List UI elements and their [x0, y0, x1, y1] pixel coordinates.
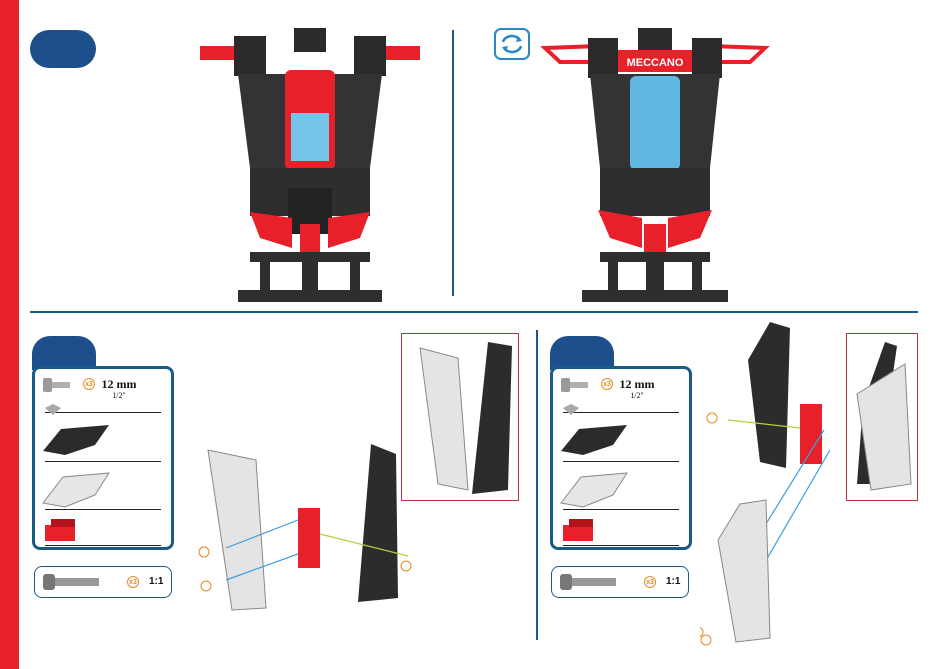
parts-row-line — [45, 509, 161, 510]
step-badge-top — [30, 30, 96, 68]
detail-box-right — [846, 333, 918, 501]
rotate-icon-box — [494, 28, 530, 60]
screw-scale-icon — [560, 573, 618, 591]
dark-bracket-icon — [41, 421, 113, 459]
screw-length-in: 1/2" — [97, 391, 141, 400]
robot-back-view: MECCANO — [540, 18, 770, 308]
screw-length-mm: 12 mm — [615, 378, 659, 391]
screw-length-in: 1/2" — [615, 391, 659, 400]
page-edge-bar — [0, 0, 19, 669]
divider-middle — [536, 330, 538, 640]
screw-qty: x3 — [83, 378, 95, 390]
brand-logo: MECCANO — [627, 57, 684, 69]
robot-front-view — [190, 18, 430, 308]
scale-box-right: x3 1:1 — [551, 566, 689, 598]
light-bracket-icon — [559, 469, 631, 511]
parts-list-right: x3 12 mm 1/2" — [550, 366, 692, 550]
parts-row-line — [563, 545, 679, 546]
scale-label: 1:1 — [666, 576, 680, 587]
parts-list-left: x3 12 mm 1/2" — [32, 366, 174, 550]
red-block-icon — [561, 517, 597, 545]
step-badge-left — [32, 336, 96, 370]
detail-illustration-right — [847, 334, 917, 500]
parts-row-line — [45, 545, 161, 546]
screw-length: 12 mm 1/2" — [97, 378, 141, 400]
light-bracket-icon — [41, 469, 113, 511]
assembly-left — [186, 430, 426, 615]
nut-icon — [43, 403, 63, 417]
screw-length: 12 mm 1/2" — [615, 378, 659, 400]
screw-qty: x3 — [601, 378, 613, 390]
scale-label: 1:1 — [149, 576, 163, 587]
rotate-arrows-icon — [496, 30, 528, 58]
scale-box-left: x3 1:1 — [34, 566, 172, 598]
screw-length-mm: 12 mm — [97, 378, 141, 391]
scale-qty: x3 — [127, 576, 139, 588]
parts-row-line — [563, 461, 679, 462]
divider-top — [452, 30, 454, 296]
dark-bracket-icon — [559, 421, 631, 459]
parts-row-line — [563, 509, 679, 510]
screw-icon — [561, 376, 589, 394]
red-block-icon — [43, 517, 79, 545]
step-badge-right — [550, 336, 614, 370]
section-divider — [30, 311, 918, 313]
detail-box-left — [401, 333, 519, 501]
assembly-right — [700, 320, 850, 650]
detail-illustration-left — [402, 334, 518, 500]
scale-qty: x3 — [644, 576, 656, 588]
parts-row-line — [45, 461, 161, 462]
nut-icon — [561, 403, 581, 417]
screw-icon — [43, 376, 71, 394]
screw-scale-icon — [43, 573, 101, 591]
